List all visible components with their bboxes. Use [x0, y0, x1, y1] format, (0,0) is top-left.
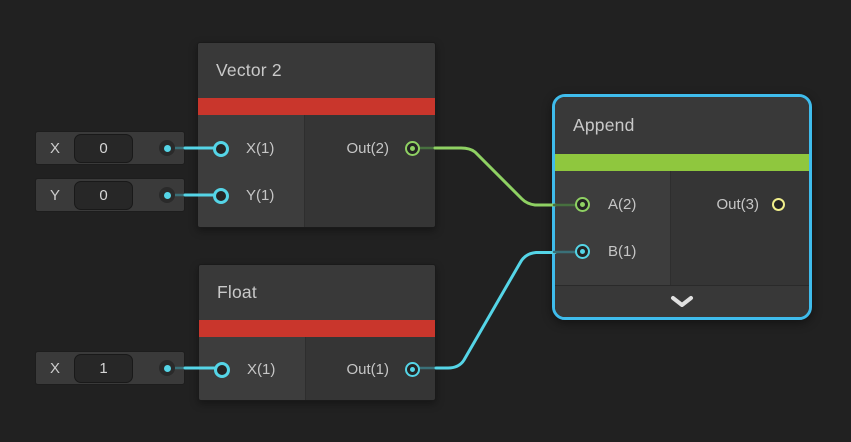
float-x-value-field[interactable]	[74, 353, 133, 383]
widget-connector-dot[interactable]	[159, 360, 175, 376]
node-append[interactable]: Append A(2) B(1) Out(3)	[552, 94, 812, 320]
port-label: Out(2)	[346, 140, 389, 157]
widget-label-x: X	[50, 139, 61, 157]
port-label: B(1)	[608, 243, 637, 260]
port-connected-dot	[580, 249, 585, 254]
port-connected-dot	[410, 367, 415, 372]
node-expander-button[interactable]	[555, 285, 809, 317]
type-color-bar	[199, 320, 435, 337]
connector-dot-icon	[163, 364, 171, 372]
port-label: Out(3)	[716, 196, 759, 213]
vector2-x-value-field[interactable]	[74, 133, 133, 163]
type-color-bar	[555, 154, 809, 171]
widget-label-y: Y	[50, 186, 61, 204]
port-label: Out(1)	[346, 361, 389, 378]
output-ports-panel	[671, 171, 809, 285]
port-vector2-x[interactable]	[213, 141, 229, 157]
port-append-out[interactable]	[772, 198, 785, 211]
port-vector2-out[interactable]	[405, 141, 420, 156]
node-vector2[interactable]: Vector 2 X(1) Y(1) Out(2)	[197, 42, 436, 228]
widget-label-x: X	[50, 359, 61, 377]
inline-widget-vector2-x: X	[35, 131, 185, 165]
connector-dot-icon	[163, 191, 171, 199]
port-connected-dot	[580, 202, 585, 207]
node-title: Float	[199, 265, 435, 320]
inline-widget-float-x: X	[35, 351, 185, 385]
port-connected-dot	[410, 146, 415, 151]
port-label: X(1)	[246, 140, 275, 157]
port-label: A(2)	[608, 196, 637, 213]
type-color-bar	[198, 98, 435, 115]
port-append-a[interactable]	[575, 197, 590, 212]
widget-connector-dot[interactable]	[159, 140, 175, 156]
vector2-y-value-field[interactable]	[74, 180, 133, 210]
port-float-x[interactable]	[214, 362, 230, 378]
port-label: Y(1)	[246, 187, 275, 204]
port-label: X(1)	[247, 361, 276, 378]
node-float[interactable]: Float X(1) Out(1)	[198, 264, 436, 401]
port-append-b[interactable]	[575, 244, 590, 259]
widget-connector-dot[interactable]	[159, 187, 175, 203]
output-ports-panel	[305, 115, 435, 227]
port-float-out[interactable]	[405, 362, 420, 377]
connector-dot-icon	[163, 144, 171, 152]
input-ports-panel	[555, 171, 671, 285]
node-title: Vector 2	[198, 43, 435, 98]
input-ports-panel	[198, 115, 305, 227]
inline-widget-vector2-y: Y	[35, 178, 185, 212]
node-title: Append	[555, 97, 809, 154]
chevron-down-icon	[671, 296, 693, 307]
port-vector2-y[interactable]	[213, 188, 229, 204]
